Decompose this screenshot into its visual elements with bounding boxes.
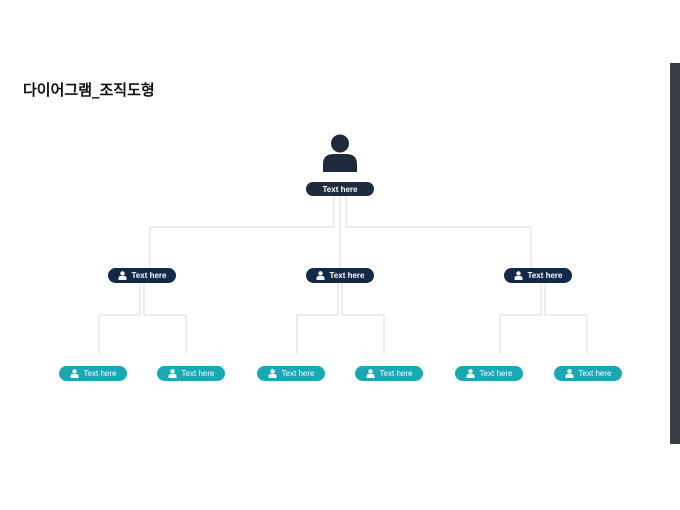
person-icon: [565, 369, 574, 378]
level2-node-label: Text here: [181, 369, 215, 378]
level2-node[interactable]: Text here: [355, 366, 423, 381]
person-icon: [322, 134, 358, 172]
level2-node-label: Text here: [578, 369, 612, 378]
person-icon: [366, 369, 375, 378]
level1-node[interactable]: Text here: [504, 268, 572, 283]
person-icon: [70, 369, 79, 378]
person-icon: [466, 369, 475, 378]
side-scroll-bar: [670, 63, 680, 444]
level2-node[interactable]: Text here: [554, 366, 622, 381]
level1-node-label: Text here: [131, 271, 167, 280]
level1-node[interactable]: Text here: [306, 268, 374, 283]
person-icon: [268, 369, 277, 378]
level2-node-label: Text here: [379, 369, 413, 378]
person-icon: [316, 271, 325, 280]
level2-node-label: Text here: [281, 369, 315, 378]
level2-node[interactable]: Text here: [157, 366, 225, 381]
level2-node-label: Text here: [479, 369, 513, 378]
person-icon: [118, 271, 127, 280]
root-node-label[interactable]: Text here: [306, 182, 374, 196]
person-icon: [168, 369, 177, 378]
level2-node[interactable]: Text here: [257, 366, 325, 381]
page-title: 다이어그램_조직도형: [23, 81, 155, 99]
level1-node-label: Text here: [329, 271, 365, 280]
level2-node-label: Text here: [83, 369, 117, 378]
root-node-text: Text here: [322, 184, 358, 194]
level1-node[interactable]: Text here: [108, 268, 176, 283]
level2-node[interactable]: Text here: [59, 366, 127, 381]
level2-node[interactable]: Text here: [455, 366, 523, 381]
level1-node-label: Text here: [527, 271, 563, 280]
person-icon: [514, 271, 523, 280]
